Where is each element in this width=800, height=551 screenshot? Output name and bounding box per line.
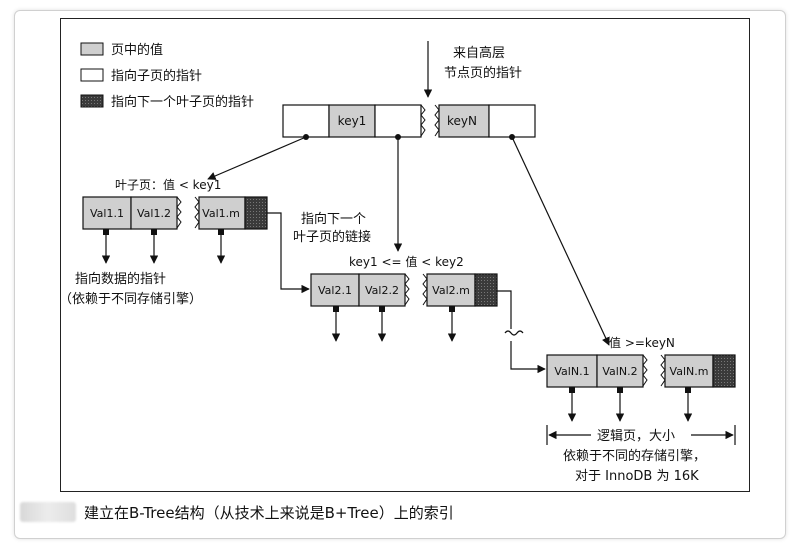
caption-text: 建立在B-Tree结构（从技术上来说是B+Tree）上的索引 — [84, 503, 454, 522]
btree-diagram: 页中的值 指向子页的指针 指向下一个叶子页的指针 来自高层 节点页的指针 key… — [59, 18, 750, 492]
leaf2-cell-1 — [358, 273, 406, 307]
root-keyN-label: keyN — [447, 114, 477, 128]
leaf2-next-link-break — [504, 330, 524, 336]
leaf2-data-dot-0 — [333, 306, 339, 312]
leafN-cell-label-m: ValN.m — [670, 365, 709, 378]
root-node: key1 keyN — [282, 104, 536, 140]
leafN-cell-label-1: ValN.2 — [602, 365, 637, 378]
figure-caption: 建立在B-Tree结构（从技术上来说是B+Tree）上的索引 — [20, 498, 454, 526]
leaf2-cell-label-0: Val2.1 — [318, 284, 352, 297]
leaf2-cell-m — [426, 273, 476, 307]
leaf1-data-dot-m — [218, 229, 224, 235]
leaf2-cell-label-1: Val2.2 — [365, 284, 399, 297]
leafN-node: ValN.1 ValN.2 ValN.m — [546, 354, 736, 393]
leaf2-next-pointer — [474, 273, 498, 307]
root-note-line2: 节点页的指针 — [444, 65, 522, 81]
legend: 页中的值 指向子页的指针 指向下一个叶子页的指针 — [80, 42, 254, 110]
leaf1-data-dot-0 — [103, 229, 109, 235]
btree-diagram-svg: 页中的值 指向子页的指针 指向下一个叶子页的指针 来自高层 节点页的指针 key… — [59, 41, 736, 484]
leaf1-break-right — [194, 196, 200, 229]
logical-page-bracket — [546, 425, 736, 445]
root-keyN-cell — [438, 104, 490, 138]
leaf1-cell-1 — [130, 196, 178, 230]
leaf2-break-left — [404, 273, 410, 306]
leaf2-title: key1 <= 值 < key2 — [349, 254, 464, 269]
leaf1-cell-label-m: Val1.m — [202, 207, 240, 220]
logical-page-note-line1: 逻辑页，大小 — [597, 429, 675, 444]
leaf2-node: Val2.1 Val2.2 Val2.m — [310, 273, 498, 312]
root-to-leafN-arrow — [511, 136, 610, 346]
legend-next-leaf-swatch — [80, 94, 104, 108]
leafN-cell-label-0: ValN.1 — [554, 365, 589, 378]
leafN-break-left — [642, 354, 648, 387]
leafN-next-pointer — [712, 354, 736, 388]
leaf1-next-pointer — [244, 196, 268, 230]
logical-page-note-line2: 依赖于不同的存储引擎， — [563, 448, 706, 464]
leaf2-next-link-upper — [497, 290, 512, 329]
root-to-leaf1-arrow — [207, 136, 307, 180]
leaf2-data-dot-1 — [379, 306, 385, 312]
next-link-note-line2: 叶子页的链接 — [293, 229, 371, 245]
leafN-cell-1 — [596, 354, 644, 388]
leafN-data-dot-0 — [569, 387, 575, 393]
leaf2-to-leafN-link — [510, 341, 546, 374]
root-note-line1: 来自高层 — [453, 45, 505, 61]
leafN-data-dot-m — [685, 387, 691, 393]
legend-child-pointer-label: 指向子页的指针 — [111, 68, 202, 84]
leaf2-cell-label-m: Val2.m — [432, 284, 470, 297]
legend-values-label: 页中的值 — [111, 42, 163, 58]
root-break-right — [434, 104, 440, 137]
data-pointer-note-line1: 指向数据的指针 — [75, 271, 166, 287]
root-key1-label: key1 — [338, 114, 367, 128]
legend-next-leaf-label: 指向下一个叶子页的指针 — [111, 94, 254, 110]
root-pointer-cell-N — [488, 104, 536, 138]
root-key1-cell — [328, 104, 376, 138]
leafN-data-dot-1 — [617, 387, 623, 393]
leafN-cell-m — [664, 354, 714, 388]
caption-figure-number-blurred — [20, 502, 76, 522]
legend-value-swatch — [80, 42, 104, 56]
leaf1-cell-label-0: Val1.1 — [90, 207, 124, 220]
leafN-cell-0 — [546, 354, 598, 388]
leaf1-break-left — [176, 196, 182, 229]
logical-page-note-line3: 对于 InnoDB 为 16K — [575, 469, 699, 484]
data-pointer-note-line2: （依赖于不同存储引擎） — [61, 292, 202, 307]
root-pointer-cell-1 — [374, 104, 422, 138]
leaf1-cell-m — [198, 196, 246, 230]
root-pointer-cell-0 — [282, 104, 330, 138]
root-break-left — [420, 104, 426, 137]
leaf1-to-leaf2-link — [267, 212, 310, 294]
leafN-title: 值 >=keyN — [609, 335, 675, 350]
leaf1-cell-label-1: Val1.2 — [137, 207, 171, 220]
leaf2-cell-0 — [310, 273, 360, 307]
next-link-note-line1: 指向下一个 — [301, 211, 366, 227]
leaf1-data-dot-1 — [151, 229, 157, 235]
leaf1-title: 叶子页：值 < key1 — [115, 177, 221, 192]
leaf1-node: Val1.1 Val1.2 Val1.m — [82, 196, 268, 235]
leaf2-data-dot-m — [449, 306, 455, 312]
leaf2-break-right — [422, 273, 428, 306]
legend-child-pointer-swatch — [80, 68, 104, 82]
